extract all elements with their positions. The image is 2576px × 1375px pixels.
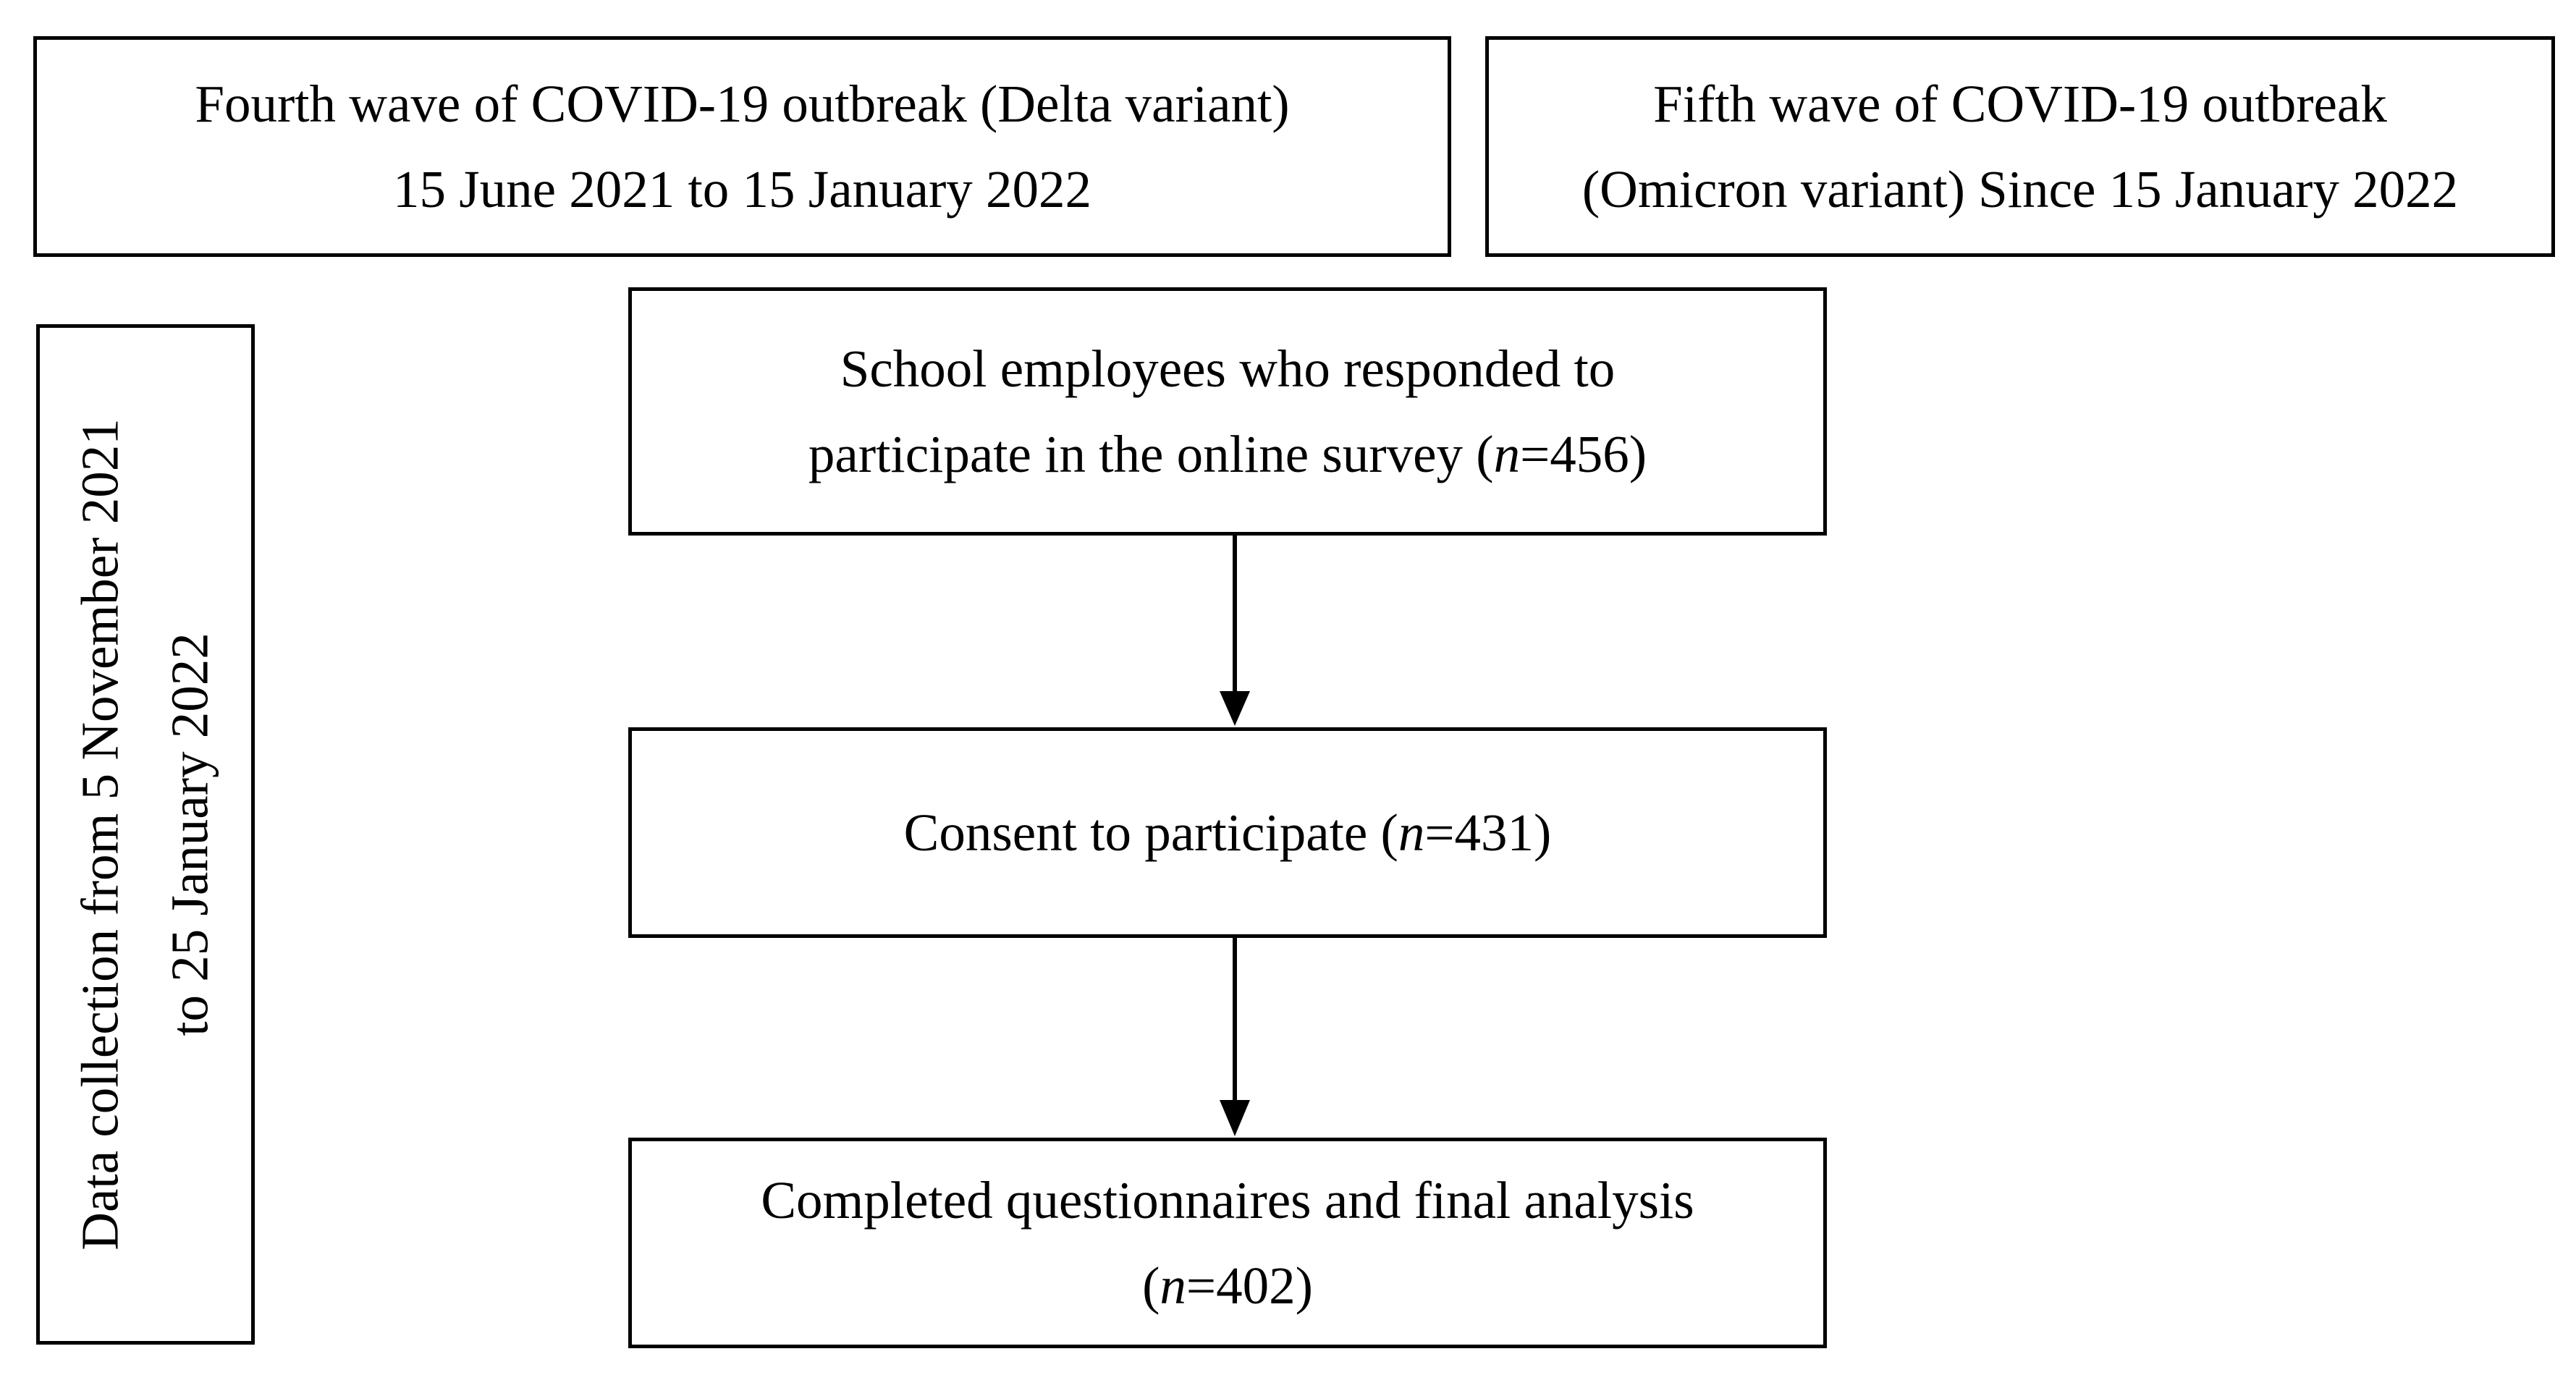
- arrow-head-icon: [1220, 691, 1250, 726]
- final-analysis-n-label: n: [1160, 1256, 1186, 1315]
- final-analysis-line-2: (n=402): [1142, 1243, 1313, 1329]
- survey-responders-line-2: participate in the online survey (n=456): [808, 412, 1647, 497]
- survey-responders-count: =456): [1520, 424, 1647, 483]
- survey-responders-line-1: School employees who responded to: [840, 339, 1616, 398]
- data-collection-line-1: Data collection from 5 November 2021: [71, 418, 130, 1251]
- fifth-wave-title: Fifth wave of COVID-19 outbreak: [1653, 74, 2387, 133]
- arrow-survey-to-consent: [1220, 536, 1250, 726]
- survey-responders-prefix: participate in the online survey (: [808, 424, 1494, 483]
- consent-box: Consent to participate (n=431): [628, 727, 1827, 938]
- final-analysis-box: Completed questionnaires and final analy…: [628, 1138, 1827, 1348]
- fourth-wave-title: Fourth wave of COVID-19 outbreak (Delta …: [195, 74, 1290, 133]
- final-analysis-line-1: Completed questionnaires and final analy…: [761, 1170, 1694, 1230]
- consent-count: =431): [1424, 803, 1552, 862]
- fifth-wave-dates: (Omicron variant) Since 15 January 2022: [1582, 159, 2459, 219]
- survey-responders-n-label: n: [1493, 424, 1521, 483]
- survey-responders-box: School employees who responded to partic…: [628, 287, 1827, 536]
- final-analysis-count: =402): [1186, 1256, 1313, 1315]
- data-collection-line-2: to 25 January 2022: [161, 632, 219, 1036]
- arrow-consent-to-final: [1220, 938, 1250, 1136]
- fourth-wave-box: Fourth wave of COVID-19 outbreak (Delta …: [33, 36, 1451, 257]
- consent-prefix: Consent to participate (: [903, 803, 1398, 862]
- data-collection-box: Data collection from 5 November 2021 to …: [36, 324, 255, 1345]
- consent-line: Consent to participate (n=431): [904, 790, 1552, 876]
- fourth-wave-dates: 15 June 2021 to 15 January 2022: [392, 159, 1092, 219]
- consent-n-label: n: [1398, 803, 1425, 862]
- data-collection-text: Data collection from 5 November 2021 to …: [56, 418, 235, 1250]
- final-analysis-prefix: (: [1142, 1256, 1160, 1315]
- fifth-wave-box: Fifth wave of COVID-19 outbreak (Omicron…: [1485, 36, 2555, 257]
- arrow-head-icon: [1220, 1100, 1250, 1136]
